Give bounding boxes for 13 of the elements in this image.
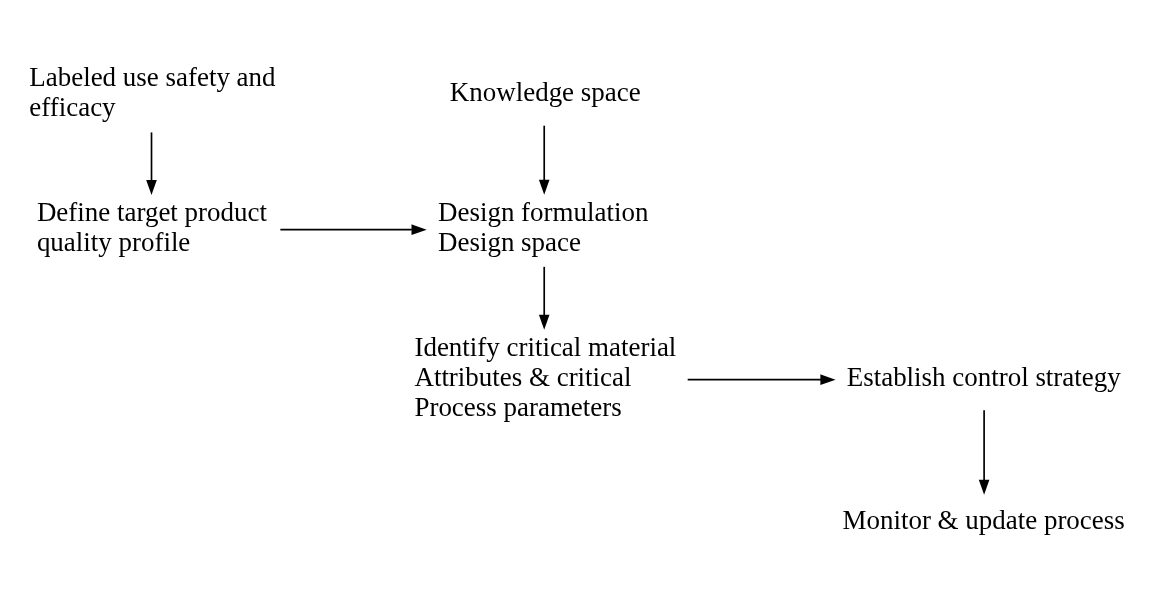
node-text: Identify critical material Attributes & critical Process parameters: [414, 331, 677, 422]
node-text: Labeled use safety and efficacy: [29, 61, 276, 122]
arrow: [978, 409, 990, 495]
node-text: Monitor & update process: [842, 504, 1125, 535]
node-text: Establish control strategy: [846, 361, 1121, 392]
arrow: [686, 373, 836, 385]
node-text: Knowledge space: [449, 76, 641, 107]
arrow: [279, 223, 427, 235]
arrow: [538, 124, 550, 195]
node-text: Define target product quality profile: [36, 196, 267, 257]
arrow: [146, 131, 157, 195]
arrow: [538, 265, 550, 330]
node-text: Design formulation Design space: [438, 196, 649, 257]
